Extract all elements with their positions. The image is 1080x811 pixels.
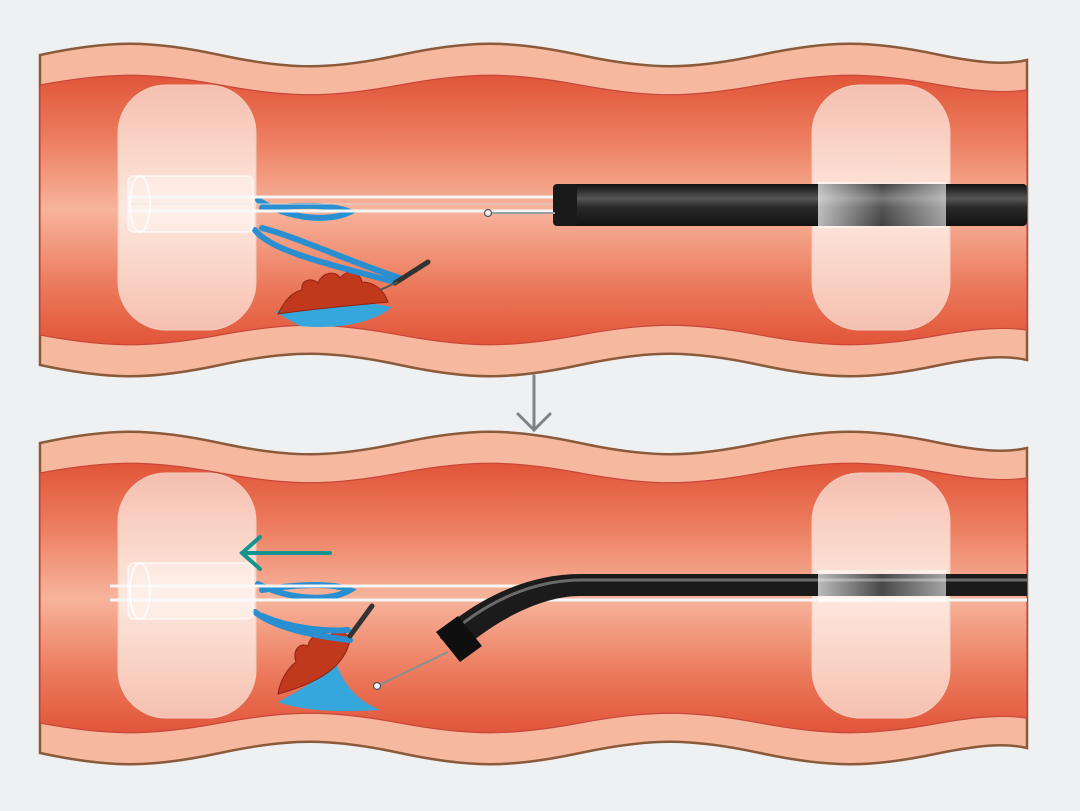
endoscope-highlight [461,578,1027,626]
instrument-tip [372,681,382,691]
endoscope [555,184,1027,226]
panel-after [38,430,1029,766]
overtube-sleeve [127,562,254,620]
scope-balloon-overlay [818,570,946,602]
submucosa-injection [278,660,380,712]
scope-balloon-overlay [818,182,946,228]
clip-jaw-tip [379,281,399,291]
left-arrow-icon [238,535,332,571]
distal-balloon [117,84,257,331]
instrument-tip [483,208,493,218]
clip-jaw [392,259,431,286]
instrument-wire [376,651,449,687]
endoscope-tip [436,616,482,662]
overtube-opening [129,562,151,620]
down-arrow-icon [516,374,552,433]
overtube-opening [129,175,151,233]
lesion [277,271,389,315]
distal-balloon [117,472,257,719]
endoscope-tip [553,184,577,226]
overtube-sleeve [127,175,254,233]
clip-jaw [347,603,375,639]
panel-before [38,42,1029,378]
